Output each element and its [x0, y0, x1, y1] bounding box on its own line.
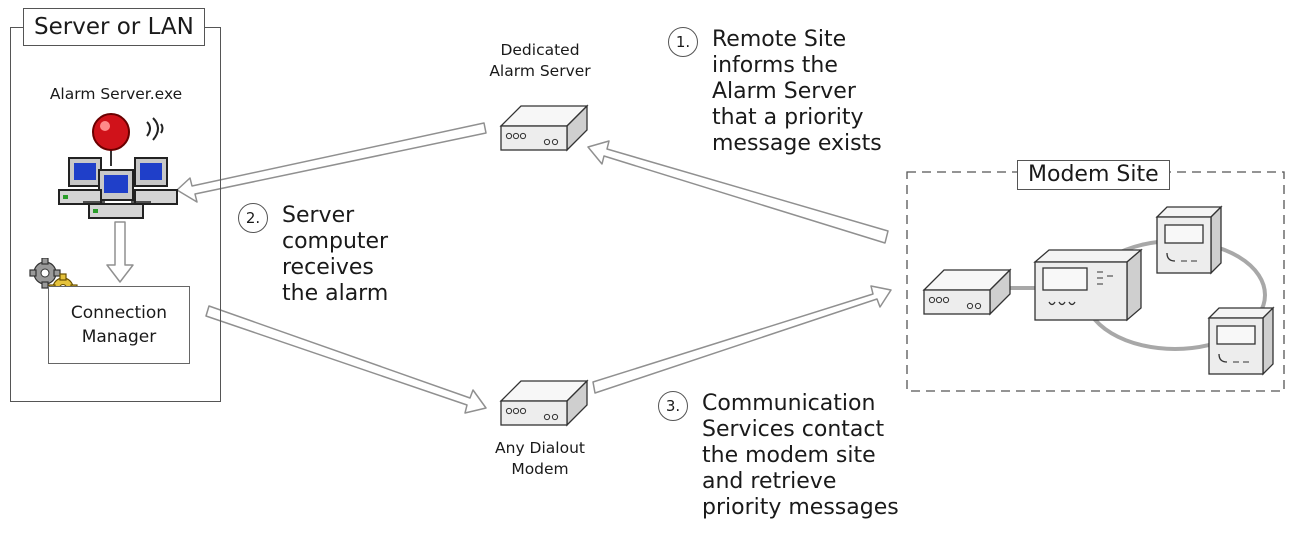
- connection-manager-label: Connection Manager: [70, 303, 168, 347]
- server-lan-title: Server or LAN: [23, 8, 205, 46]
- panel-meter-top-icon[interactable]: [1155, 205, 1223, 277]
- dialout-modem-icon[interactable]: [495, 373, 590, 431]
- alarm-server-exe-label: Alarm Server.exe: [49, 85, 183, 103]
- arrow-connection-manager-to-modem: [205, 305, 487, 414]
- connection-manager-box[interactable]: Connection Manager: [48, 286, 190, 364]
- step-1-text: Remote Site informs the Alarm Server tha…: [712, 27, 882, 156]
- panel-meter-large-icon[interactable]: [1033, 246, 1143, 324]
- dedicated-alarm-server-modem-icon[interactable]: [495, 98, 590, 156]
- dialout-modem-label: Any Dialout Modem: [495, 439, 585, 478]
- arrow-modem-to-modem-site: [592, 285, 892, 394]
- alarm-light-icon: [92, 113, 164, 166]
- panel-meter-bottom-icon[interactable]: [1207, 306, 1275, 378]
- network-computers-icon: [58, 157, 178, 219]
- modem-site-title: Modem Site: [1017, 160, 1170, 190]
- step-3-text: Communication Services contact the modem…: [702, 391, 899, 520]
- dedicated-alarm-server-label: Dedicated Alarm Server: [489, 41, 591, 80]
- arrow-modem-site-to-alarm-server: [587, 140, 889, 244]
- step-2-circle: 2.: [238, 203, 268, 233]
- modem-site-modem-icon[interactable]: [918, 262, 1013, 320]
- arrow-alarm-server-to-server: [176, 122, 487, 203]
- step-1-circle: 1.: [668, 27, 698, 57]
- alarm-server-exe-icon[interactable]: [55, 110, 180, 222]
- step-2-text: Server computer receives the alarm: [282, 203, 389, 306]
- step-3-circle: 3.: [658, 391, 688, 421]
- arrow-down-to-connection-manager: [106, 221, 134, 283]
